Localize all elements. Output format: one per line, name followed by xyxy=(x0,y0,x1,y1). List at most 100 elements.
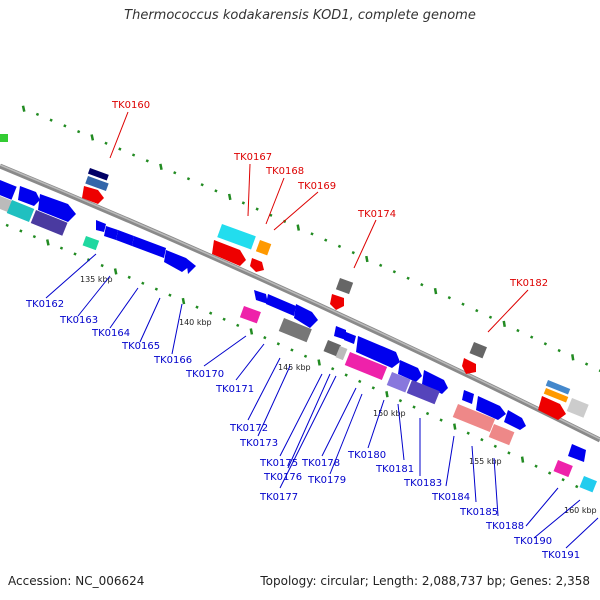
callout-line xyxy=(329,393,363,475)
gene-block[interactable] xyxy=(553,460,573,478)
gene-block[interactable] xyxy=(85,176,109,192)
tick-mark xyxy=(159,163,163,171)
gene-arrow[interactable] xyxy=(462,390,474,404)
gene-block[interactable] xyxy=(344,352,388,380)
gene-block[interactable] xyxy=(386,372,411,393)
gene-label[interactable]: TK0184 xyxy=(431,492,470,503)
gene-arrow[interactable] xyxy=(254,290,268,304)
gene-arrow[interactable] xyxy=(132,236,166,258)
gene-label[interactable]: TK0179 xyxy=(307,475,346,486)
gene-arrow[interactable] xyxy=(344,332,356,344)
gene-label[interactable]: TK0169 xyxy=(297,181,336,192)
gene-block[interactable] xyxy=(6,200,35,222)
gene-arrow[interactable] xyxy=(568,444,586,462)
gene-arrow[interactable] xyxy=(538,396,566,420)
gene-label[interactable]: TK0166 xyxy=(153,355,192,366)
tick-mark xyxy=(324,238,328,242)
gene-label[interactable]: TK0178 xyxy=(301,458,340,469)
gene-block[interactable] xyxy=(579,476,597,493)
gene-arrow[interactable] xyxy=(186,258,196,274)
gene-label[interactable]: TK0171 xyxy=(215,384,254,395)
gene-label[interactable]: TK0160 xyxy=(111,100,150,111)
scale-labels: 135 kbp 140 kbp 145 kbp 150 kbp 155 kbp … xyxy=(80,275,597,515)
gene-label[interactable]: TK0163 xyxy=(59,315,98,326)
gene-block[interactable] xyxy=(545,379,571,395)
gene-label[interactable]: TK0170 xyxy=(185,369,224,380)
tick-mark xyxy=(575,484,579,489)
gene-arrow[interactable] xyxy=(250,258,264,272)
gene-label[interactable]: TK0190 xyxy=(513,536,552,547)
gene-label[interactable]: TK0168 xyxy=(265,166,304,177)
gene-label[interactable]: TK0185 xyxy=(459,507,498,518)
gene-arrow[interactable] xyxy=(18,186,40,206)
gene-block[interactable] xyxy=(30,210,68,236)
gene-arrow[interactable] xyxy=(356,336,400,368)
gene-label[interactable]: TK0162 xyxy=(25,299,64,310)
gene-block[interactable] xyxy=(255,240,272,256)
tick-mark xyxy=(5,223,9,227)
top-gene-labels: TK0160 TK0167 TK0168 TK0169 TK0174 TK018… xyxy=(111,100,548,289)
gene-label[interactable]: TK0191 xyxy=(541,550,580,561)
gene-label[interactable]: TK0165 xyxy=(121,341,160,352)
gene-label[interactable]: TK0188 xyxy=(485,521,524,532)
gene-block[interactable] xyxy=(469,342,487,359)
gene-label[interactable]: TK0175 xyxy=(259,458,298,469)
tick-mark xyxy=(433,287,438,295)
gene-arrow[interactable] xyxy=(116,230,134,246)
tick-mark xyxy=(502,320,506,328)
gene-arrow[interactable] xyxy=(266,294,296,316)
gene-block[interactable] xyxy=(452,404,496,432)
gene-block[interactable] xyxy=(406,380,440,405)
gene-label[interactable]: TK0183 xyxy=(403,478,442,489)
gene-label[interactable]: TK0174 xyxy=(357,209,396,220)
gene-arrow[interactable] xyxy=(104,226,118,240)
gene-block[interactable] xyxy=(278,317,312,343)
gene-block[interactable] xyxy=(335,346,348,361)
gene-arrow[interactable] xyxy=(462,358,476,374)
gene-block[interactable] xyxy=(239,305,261,324)
gene-arrow[interactable] xyxy=(476,396,506,420)
tick-mark xyxy=(406,276,410,280)
gene-label[interactable]: TK0172 xyxy=(229,423,268,434)
tick-mark xyxy=(32,234,37,239)
tick-mark xyxy=(118,147,122,151)
gene-block[interactable] xyxy=(488,424,515,446)
gene-block[interactable] xyxy=(543,388,569,403)
gene-block[interactable] xyxy=(82,236,100,251)
gene-label[interactable]: TK0164 xyxy=(91,328,130,339)
gene-block[interactable] xyxy=(323,340,341,357)
tick-mark xyxy=(181,297,186,305)
gene-label[interactable]: TK0176 xyxy=(263,472,302,483)
callout-line xyxy=(247,357,281,421)
gene-arrow[interactable] xyxy=(82,186,104,204)
gene-block[interactable] xyxy=(0,134,8,142)
gene-block[interactable] xyxy=(566,398,589,418)
gene-label[interactable]: TK0181 xyxy=(375,464,414,475)
gene-label[interactable]: TK0180 xyxy=(347,450,386,461)
gene-label[interactable]: TK0182 xyxy=(509,278,548,289)
gene-label[interactable]: TK0173 xyxy=(239,438,278,449)
gene-arrow[interactable] xyxy=(212,240,246,266)
gene-arrow[interactable] xyxy=(38,194,76,222)
gene-arrow[interactable] xyxy=(398,360,422,382)
tick-mark xyxy=(516,328,520,333)
gene-block[interactable] xyxy=(0,196,13,213)
gene-block[interactable] xyxy=(0,179,17,200)
gene-block[interactable] xyxy=(87,168,109,181)
gene-arrow[interactable] xyxy=(422,370,448,394)
tick-mark xyxy=(493,444,498,448)
gene-arrow[interactable] xyxy=(334,326,346,340)
gene-label[interactable]: TK0177 xyxy=(259,492,298,503)
gene-arrow[interactable] xyxy=(294,304,318,328)
gene-arrow[interactable] xyxy=(330,294,344,310)
gene-block[interactable] xyxy=(335,278,354,295)
gene-arrow[interactable] xyxy=(164,250,190,272)
gene-arrow[interactable] xyxy=(504,410,526,430)
gene-label[interactable]: TK0167 xyxy=(233,152,272,163)
tick-mark xyxy=(303,354,308,358)
tick-mark xyxy=(466,431,470,435)
gene-block[interactable] xyxy=(217,224,256,250)
gene-arrow[interactable] xyxy=(96,220,106,232)
callout-line xyxy=(203,335,247,367)
tick-mark xyxy=(290,348,294,352)
